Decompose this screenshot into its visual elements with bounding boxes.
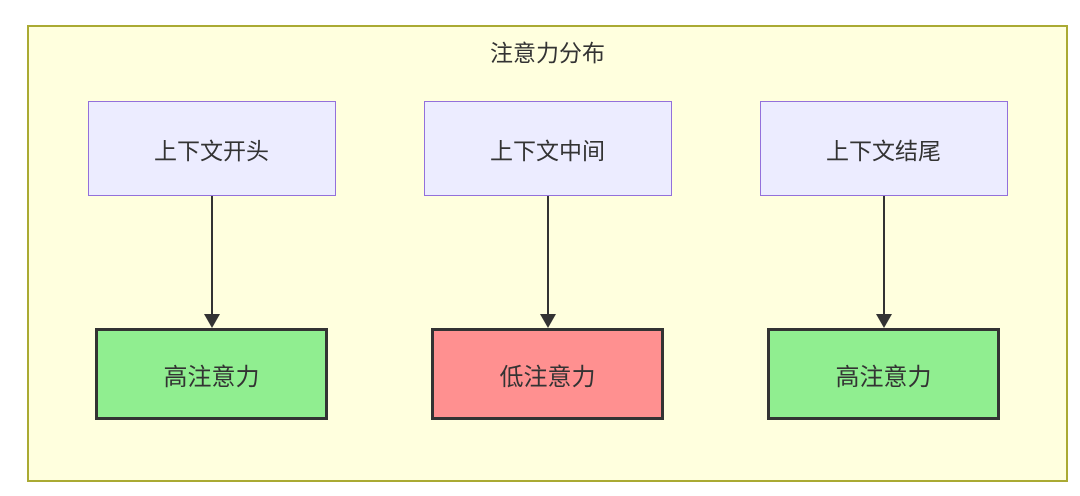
attention-distribution-cluster: 注意力分布 上下文开头 高注意力 上下文中间 [27,25,1068,482]
node-context-middle: 上下文中间 [423,101,672,196]
arrow-line [882,196,885,314]
arrow-line [546,196,549,314]
node-context-start: 上下文开头 [87,101,336,196]
diagram-title: 注意力分布 [490,40,605,66]
flow-column-context-middle: 上下文中间 低注意力 [423,101,672,420]
node-low-attention-middle-label: 低注意力 [499,363,596,391]
arrow-down-icon [875,196,892,328]
node-low-attention-middle: 低注意力 [431,328,664,420]
arrow-head [875,314,892,328]
flow-column-context-end: 上下文结尾 高注意力 [759,101,1008,420]
arrow-line [210,196,213,314]
node-context-start-label: 上下文开头 [154,137,269,164]
flow-column-context-start: 上下文开头 高注意力 [87,101,336,420]
node-high-attention-left-label: 高注意力 [163,363,260,391]
node-high-attention-right: 高注意力 [767,328,1000,420]
arrow-head [539,314,556,328]
arrow-down-icon [203,196,220,328]
node-high-attention-left: 高注意力 [95,328,328,420]
node-context-middle-label: 上下文中间 [490,137,605,164]
node-context-end: 上下文结尾 [759,101,1008,196]
arrow-head [203,314,220,328]
arrow-down-icon [539,196,556,328]
node-context-end-label: 上下文结尾 [826,137,941,164]
node-high-attention-right-label: 高注意力 [835,363,932,391]
diagram-columns: 上下文开头 高注意力 上下文中间 低注意力 [29,101,1066,420]
